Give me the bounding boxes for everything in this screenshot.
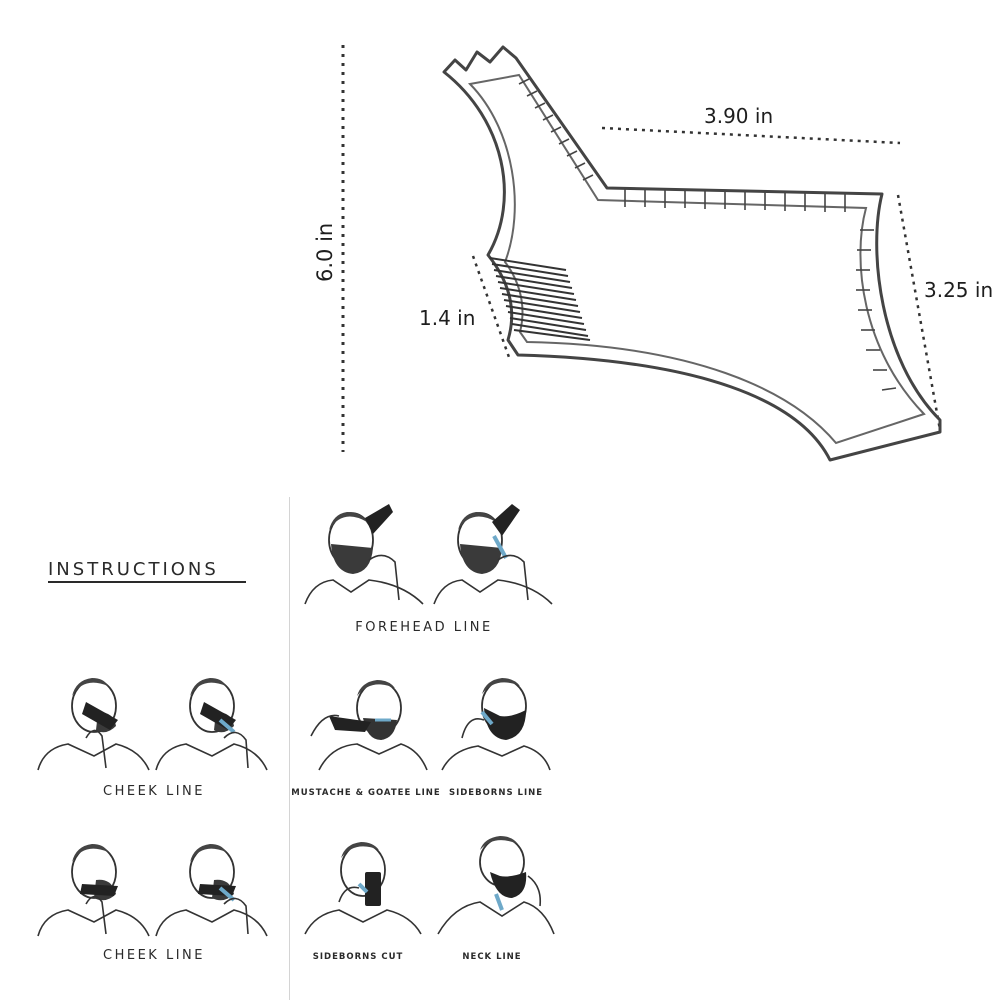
instructions-title: INSTRUCTIONS [48,559,219,580]
caption-forehead-line: FOREHEAD LINE [355,620,493,635]
sideborns-line-illustration [441,678,551,771]
cheek-line-illustration-4 [155,844,268,937]
forehead-line-illustration-2 [433,504,553,605]
right-ruler-ticks [856,229,897,391]
cheek-line-illustration-2 [155,678,268,771]
right-height-dimension-label: 3.25 in [924,278,994,302]
template-outer-outline [442,45,942,462]
comb-teeth [489,257,591,341]
caption-cheek-line-1: CHEEK LINE [103,784,205,799]
caption-sideborns-line: SIDEBORNS LINE [448,788,544,798]
sideborns-cut-illustration [304,842,422,935]
caption-sideborns-cut: SIDEBORNS CUT [312,952,404,962]
neck-line-illustration [437,836,555,935]
diagonal-ruler-ticks [518,78,594,181]
caption-neck-line: NECK LINE [462,952,522,962]
section-divider [289,497,290,1000]
top-width-dimension-label: 3.90 in [704,104,774,128]
instructions-underline [48,581,246,583]
cheek-line-illustration-1 [37,678,150,771]
top-ruler-ticks [624,189,846,212]
template-inner-outline [467,73,926,445]
comb-dimension-line [471,255,512,361]
mustache-goatee-illustration [310,680,428,771]
cheek-line-illustration-3 [37,844,150,937]
comb-width-dimension-label: 1.4 in [419,306,476,330]
top-width-dimension-line [601,126,901,145]
caption-cheek-line-2: CHEEK LINE [103,948,205,963]
forehead-line-illustration-1 [304,504,424,605]
caption-mustache-goatee-line: MUSTACHE & GOATEE LINE [291,788,441,798]
beard-template-diagram [341,45,942,462]
height-dimension-label: 6.0 in [313,222,337,282]
